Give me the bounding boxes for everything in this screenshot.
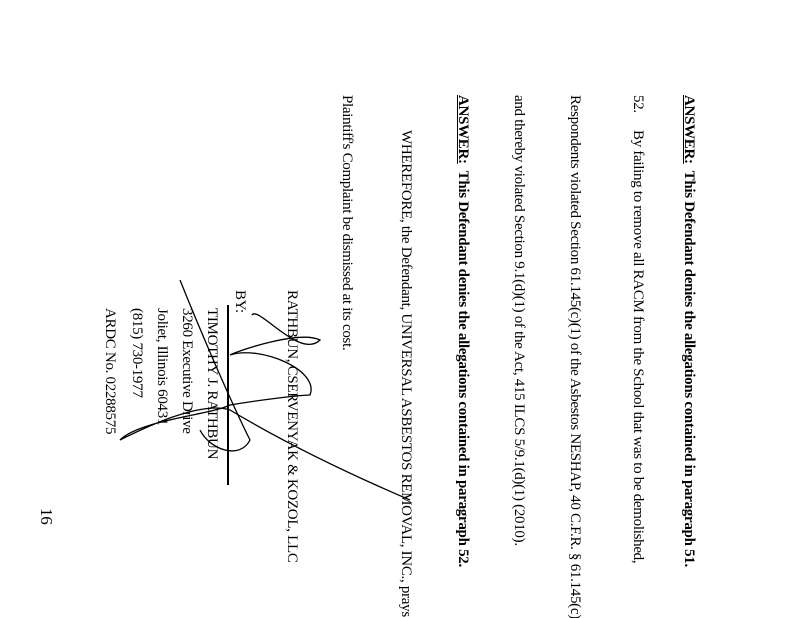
page-number: 16	[37, 508, 56, 525]
